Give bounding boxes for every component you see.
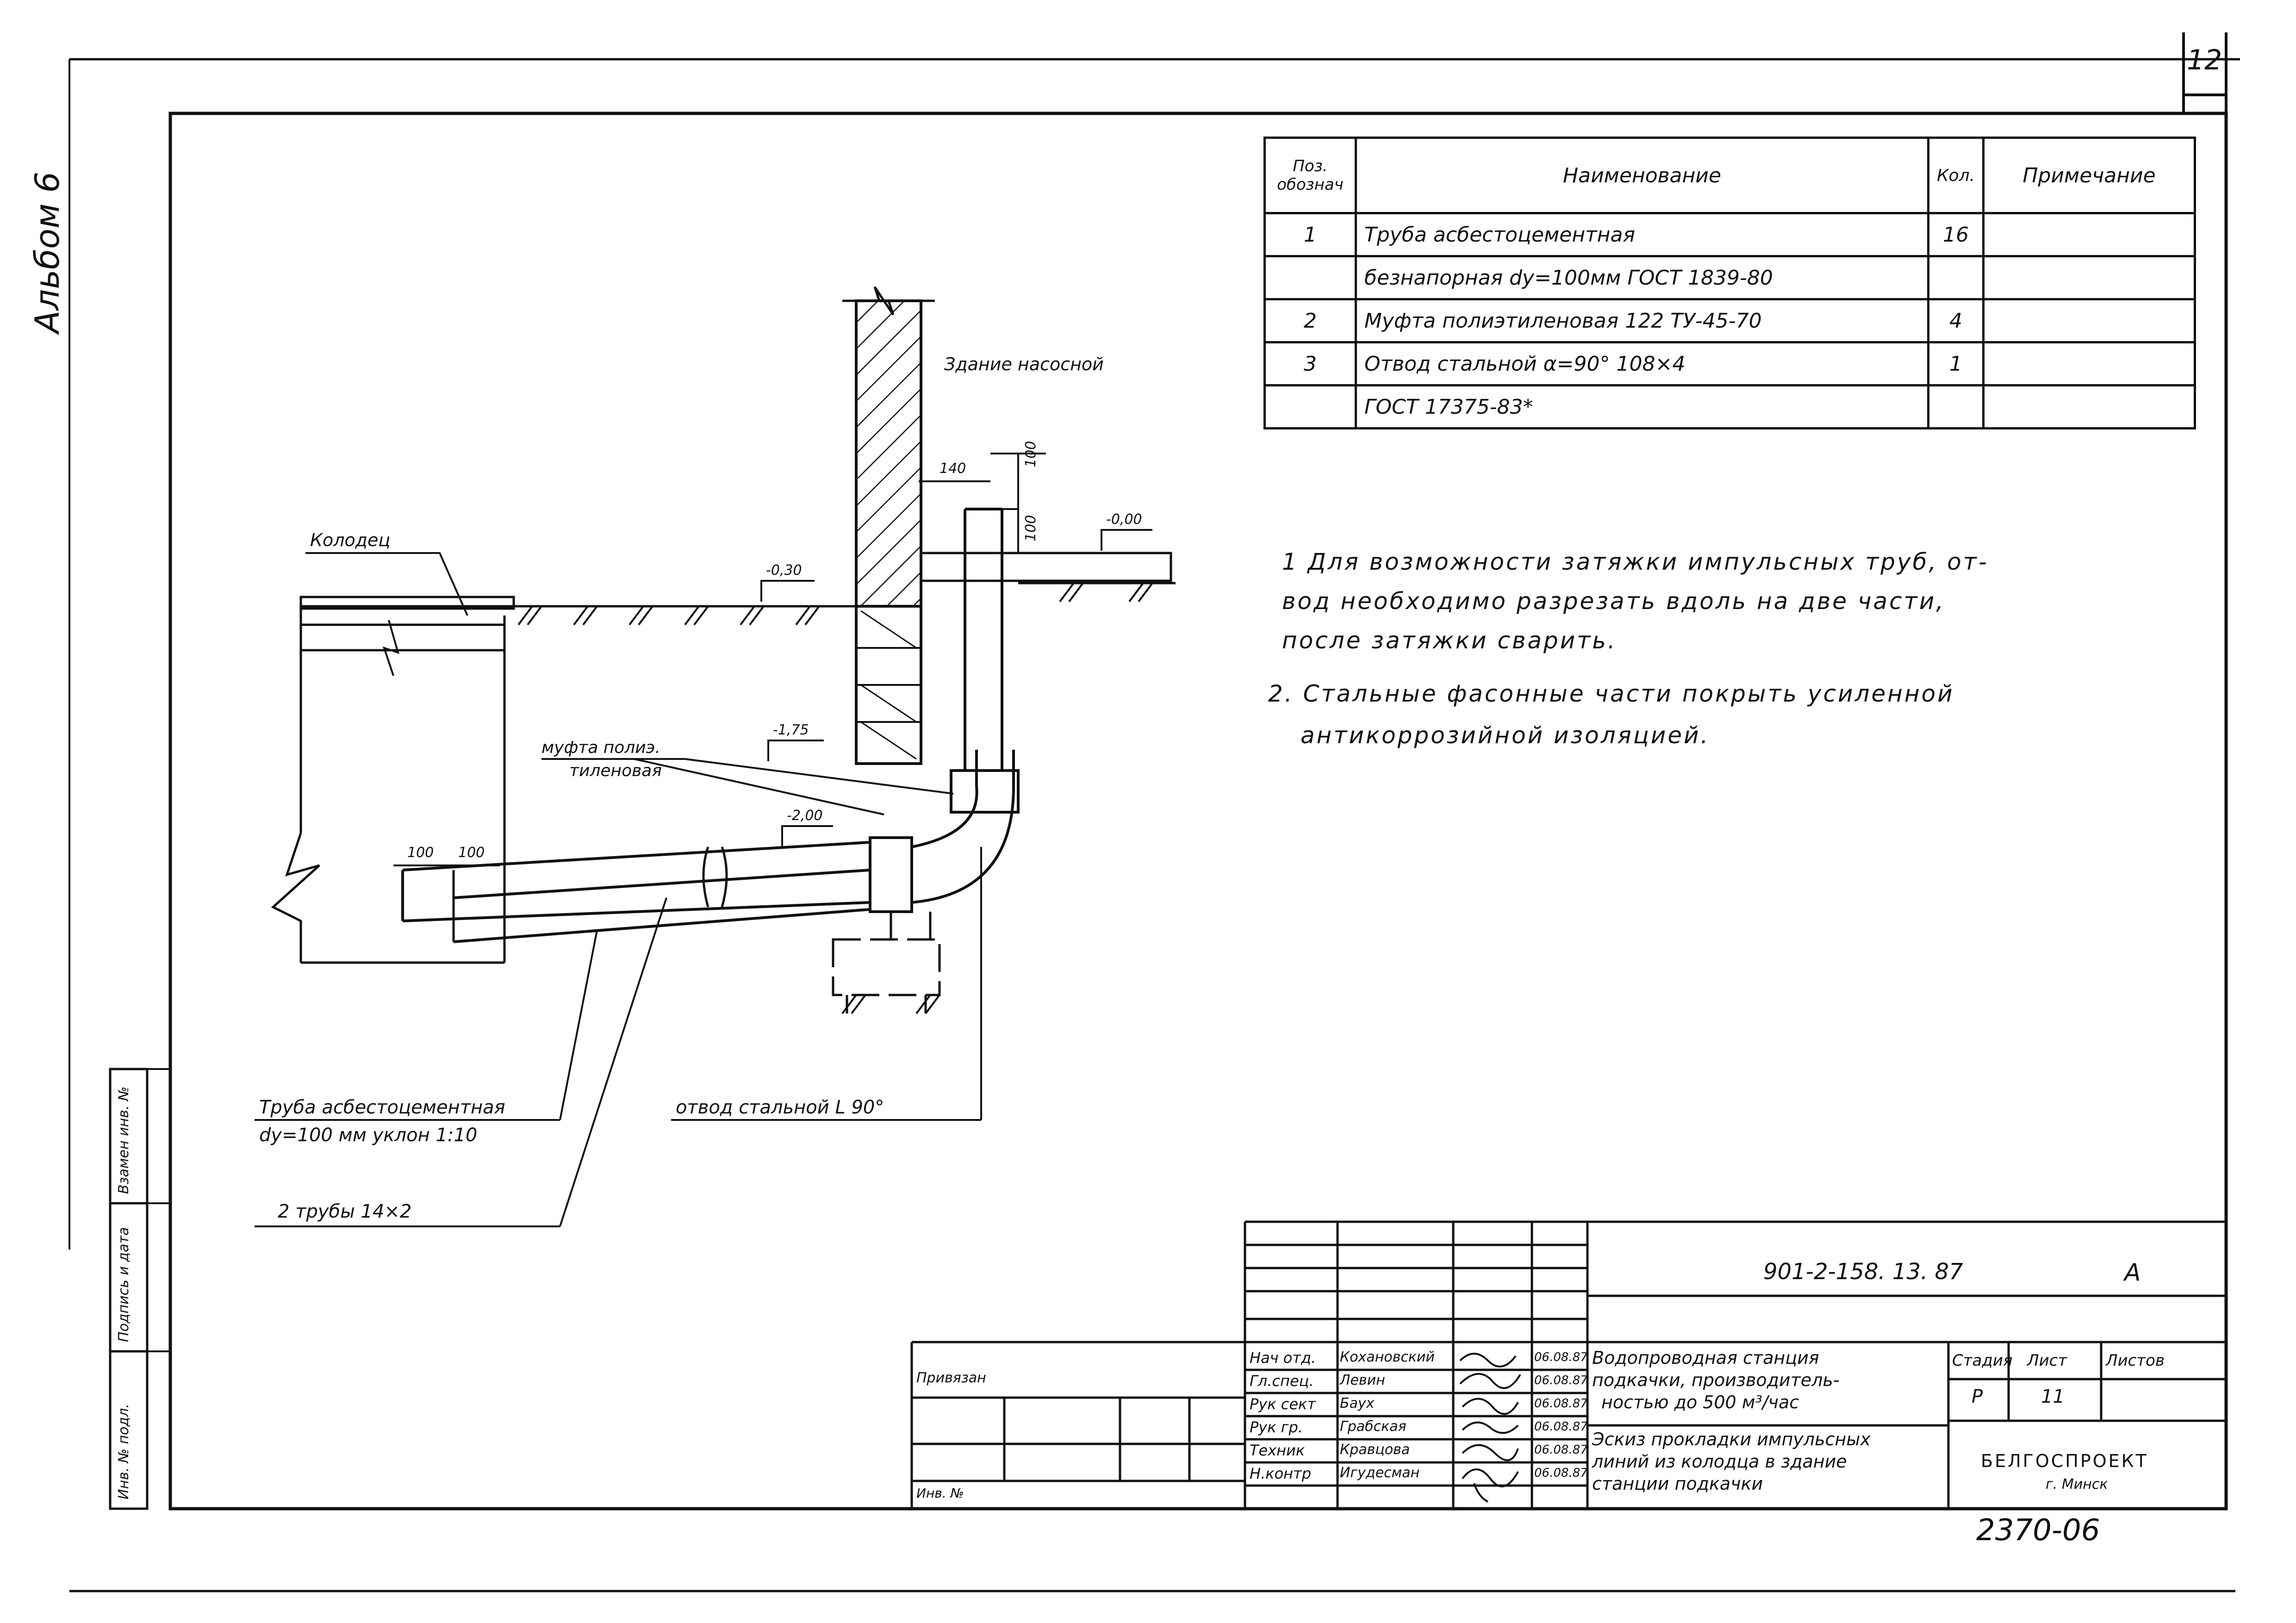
stage-value: Р	[1972, 1386, 1983, 1407]
pipe-label: dy=100 мм уклон 1:10	[259, 1125, 478, 1146]
spec-table: Поз. обознач Наименование Кол. Примечани…	[1263, 137, 2196, 429]
name-cell: Игудесман	[1340, 1465, 1420, 1481]
linked-label: Привязан	[916, 1370, 986, 1386]
date-cell: 06.08.87	[1534, 1397, 1588, 1411]
building-label: Здание насосной	[944, 354, 1104, 374]
note-line: 1 Для возможности затяжки импульсных тру…	[1282, 548, 1989, 575]
sheet-title: линий из колодца в здание	[1592, 1451, 1847, 1472]
pipe-label: Труба асбестоцементная	[259, 1097, 505, 1118]
note-line: после затяжки сварить.	[1282, 627, 1617, 654]
spec-name: Отвод стальной α=90° 108×4	[1355, 341, 1929, 386]
coupling-label: тиленовая	[569, 761, 662, 780]
spec-note	[1982, 255, 2196, 300]
note-line: вод необходимо разрезать вдоль на две ча…	[1282, 588, 1946, 615]
role-cell: Гл.спец.	[1250, 1372, 1314, 1390]
note-line: антикоррозийной изоляцией.	[1300, 722, 1710, 749]
spec-row: 1 Труба асбестоцементная 16	[1263, 212, 2196, 257]
spec-row: 2 Муфта полиэтиленовая 122 ТУ-45-70 4	[1263, 298, 2196, 343]
level-mark: -1,75	[773, 722, 809, 738]
dimension-label: 100	[458, 845, 485, 861]
spec-pos: 1	[1263, 212, 1357, 257]
role-cell: Рук сект	[1250, 1395, 1316, 1413]
page-number: 12	[2187, 44, 2222, 76]
spec-pos	[1263, 255, 1357, 300]
spec-row: безнапорная dy=100мм ГОСТ 1839-80	[1263, 255, 2196, 300]
spec-pos	[1263, 384, 1357, 429]
role-cell: Техник	[1250, 1442, 1305, 1459]
note-line: 2. Стальные фасонные части покрыть усиле…	[1268, 680, 1954, 707]
sheet-value: 11	[2041, 1386, 2065, 1407]
spec-header-name: Наименование	[1355, 137, 1929, 214]
spec-note	[1982, 341, 2196, 386]
object-title: Водопроводная станция	[1592, 1348, 1819, 1368]
role-cell: Н.контр	[1250, 1465, 1312, 1482]
well-label: Колодец	[310, 530, 391, 550]
level-mark: -0,00	[1106, 511, 1142, 528]
spec-header-row: Поз. обознач Наименование Кол. Примечани…	[1263, 137, 2196, 214]
date-cell: 06.08.87	[1534, 1420, 1588, 1434]
coupling-label: муфта полиэ.	[541, 738, 660, 757]
spec-note	[1982, 384, 2196, 429]
sheet-label: Лист	[2027, 1351, 2067, 1370]
document-letter: А	[2124, 1259, 2141, 1287]
organization-city: г. Минск	[2046, 1476, 2108, 1492]
sheets-label: Листов	[2106, 1351, 2165, 1370]
object-title: подкачки, производитель-	[1592, 1370, 1840, 1390]
signatures	[1459, 1353, 1521, 1503]
spec-qty	[1927, 384, 1985, 429]
name-cell: Бaух	[1340, 1395, 1375, 1412]
spec-name: Муфта полиэтиленовая 122 ТУ-45-70	[1355, 298, 1929, 343]
spec-header-pos: Поз. обознач	[1263, 137, 1357, 214]
spec-row: 3 Отвод стальной α=90° 108×4 1	[1263, 341, 2196, 386]
organization-name: БЕЛГОСПРОЕКТ	[1981, 1451, 2148, 1471]
spec-name: Труба асбестоцементная	[1355, 212, 1929, 257]
role-cell: Рук гр.	[1250, 1418, 1303, 1436]
date-cell: 06.08.87	[1534, 1466, 1588, 1480]
spec-qty: 4	[1927, 298, 1985, 343]
level-mark: -0,30	[766, 562, 802, 578]
spec-note	[1982, 212, 2196, 257]
object-title: ностью до 500 м³/час	[1601, 1392, 1799, 1412]
spec-qty: 16	[1927, 212, 1985, 257]
level-mark: -2,00	[787, 808, 823, 824]
sheet-title: станции подкачки	[1592, 1474, 1763, 1494]
spec-note	[1982, 298, 2196, 343]
spec-pos: 3	[1263, 341, 1357, 386]
spec-row: ГОСТ 17375-83*	[1263, 384, 2196, 429]
sheet-title: Эскиз прокладки импульсных	[1592, 1429, 1871, 1449]
spec-name: ГОСТ 17375-83*	[1355, 384, 1929, 429]
spec-qty: 1	[1927, 341, 1985, 386]
spec-name: безнапорная dy=100мм ГОСТ 1839-80	[1355, 255, 1929, 300]
date-cell: 06.08.87	[1534, 1374, 1588, 1387]
spec-pos: 2	[1263, 298, 1357, 343]
date-cell: 06.08.87	[1534, 1443, 1588, 1457]
document-code: 901-2-158. 13. 87	[1763, 1259, 1963, 1285]
stamp-number: 2370-06	[1976, 1513, 2100, 1548]
spec-header-note: Примечание	[1982, 137, 2196, 214]
name-cell: Кравцова	[1340, 1442, 1410, 1458]
role-cell: Нач отд.	[1250, 1349, 1316, 1367]
stage-label: Стадия	[1952, 1351, 2013, 1370]
date-cell: 06.08.87	[1534, 1350, 1588, 1364]
dimension-label: 100	[407, 845, 434, 861]
name-cell: Кохановский	[1340, 1349, 1435, 1365]
inv-label: Инв. №	[916, 1486, 964, 1501]
pipes-label: 2 трубы 14×2	[278, 1201, 412, 1222]
spec-header-qty: Кол.	[1927, 137, 1985, 214]
spec-qty	[1927, 255, 1985, 300]
dimension-label: 140	[940, 460, 966, 477]
elbow-label: отвод стальной L 90°	[676, 1097, 884, 1118]
name-cell: Грабская	[1340, 1418, 1406, 1435]
name-cell: Левин	[1340, 1372, 1385, 1388]
